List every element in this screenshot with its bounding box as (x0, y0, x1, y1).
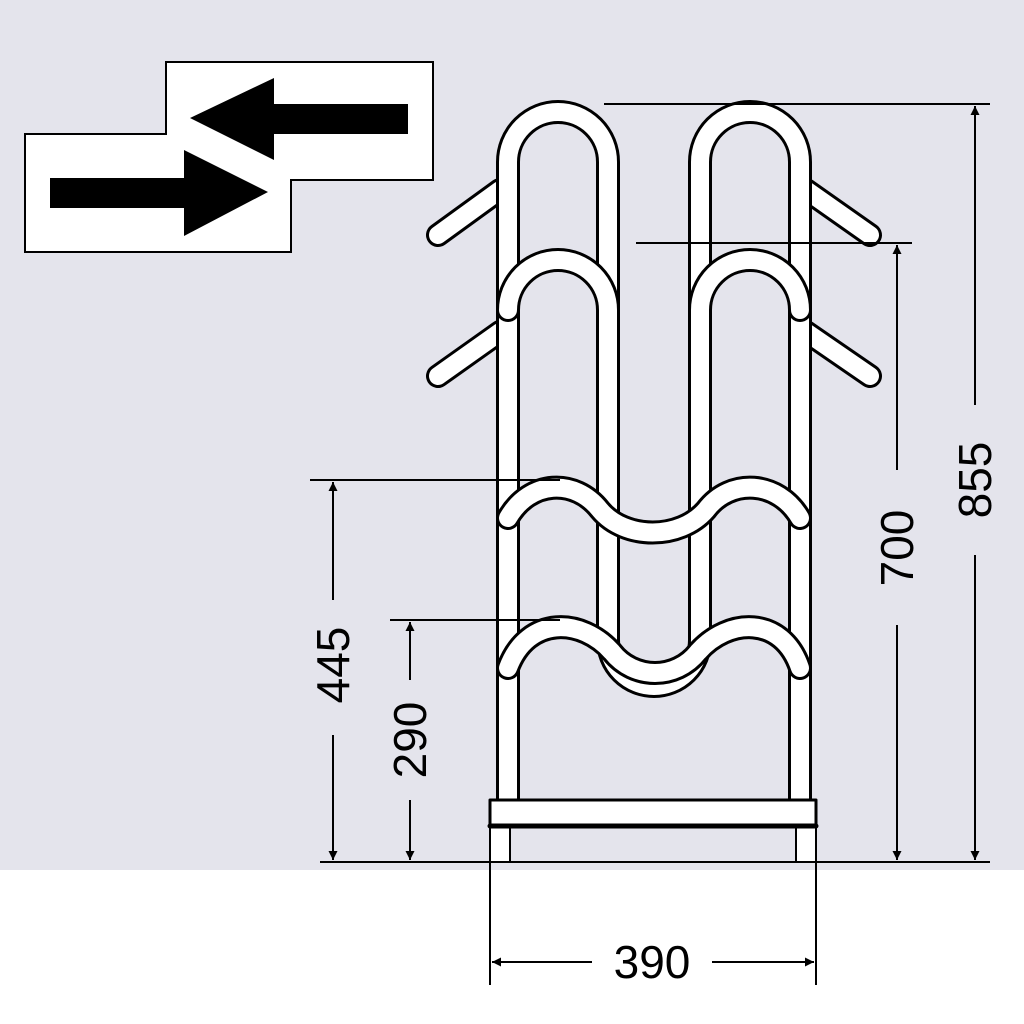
direction-arrows-icon (24, 61, 434, 253)
dimension-label-700: 700 (871, 510, 923, 587)
dimension-lower-rail-height: 290 (384, 622, 436, 860)
arrow-left-icon (190, 78, 408, 160)
dimension-extension-lines (310, 103, 990, 985)
dimension-width: 390 (492, 936, 814, 988)
dimension-upper-rail-height: 700 (871, 245, 923, 860)
upper-loops (496, 100, 812, 812)
dimension-middle-rail-height: 445 (307, 482, 359, 860)
rack-pegs (426, 178, 882, 388)
upper-wave-rail (496, 475, 812, 545)
rack-base (487, 798, 819, 863)
lower-wave-rail (496, 615, 812, 685)
dimension-label-290: 290 (384, 702, 436, 779)
arrow-right-icon (50, 150, 268, 236)
dimension-overall-height: 855 (949, 106, 1001, 860)
dimension-label-445: 445 (307, 627, 359, 704)
dimension-label-855: 855 (949, 442, 1001, 519)
rack-frame (426, 100, 882, 863)
floor-area (0, 870, 1024, 1024)
middle-loops (496, 248, 812, 698)
dimension-label-390: 390 (614, 936, 691, 988)
